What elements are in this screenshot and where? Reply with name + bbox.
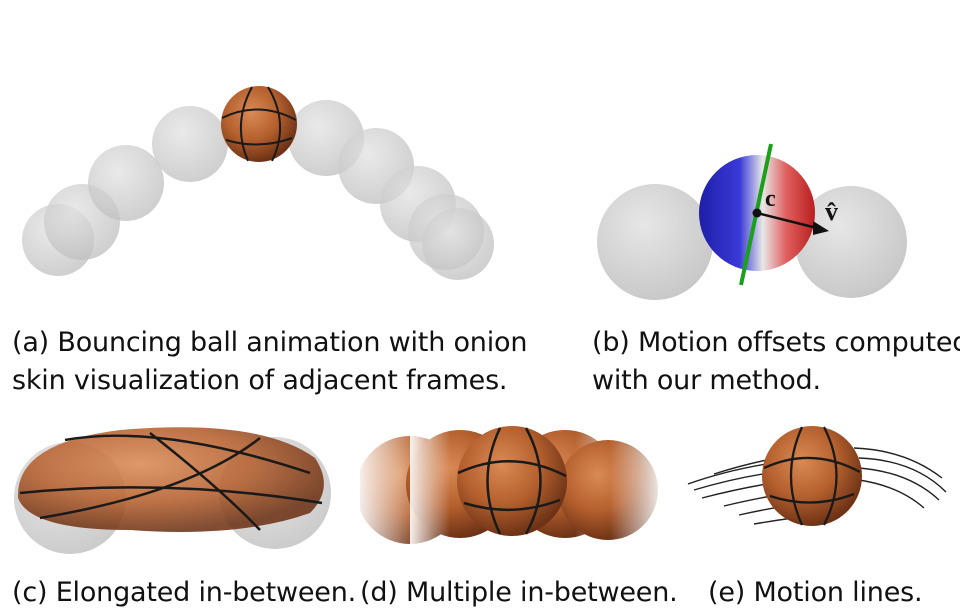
panel-a (0, 0, 560, 310)
arrowhead-icon (813, 221, 829, 235)
ghost-ball (597, 184, 713, 300)
panel-b: c v̂ (585, 130, 915, 305)
caption-b-line1: (b) Motion offsets computed (592, 327, 960, 358)
caption-e: (e) Motion lines. (708, 577, 923, 608)
velocity-label: v̂ (825, 197, 838, 226)
center-dot (752, 208, 762, 218)
center-label: c (765, 186, 776, 212)
panel-c-illustration (14, 427, 331, 554)
panel-d (360, 418, 660, 558)
basketball (762, 426, 862, 526)
caption-b-line2: with our method. (592, 365, 821, 396)
motion-lines (687, 447, 947, 525)
ghost-ball (795, 186, 907, 298)
basketball (457, 426, 567, 536)
caption-a-line2: skin visualization of adjacent frames. (12, 365, 508, 396)
ghost-ball (152, 106, 228, 182)
ghost-ball (422, 208, 494, 280)
panel-e-illustration (687, 426, 947, 526)
panel-a-illustration (22, 86, 494, 280)
panel-c (10, 418, 340, 558)
caption-d: (d) Multiple in-between. (360, 577, 678, 608)
ghost-ball (88, 145, 164, 221)
panel-d-illustration (360, 426, 660, 553)
caption-c: (c) Elongated in-between. (12, 577, 356, 608)
basketball (221, 86, 297, 162)
panel-e (684, 420, 954, 555)
elongated-ball (17, 427, 324, 532)
velocity-arrow (756, 211, 818, 230)
caption-a-line1: (a) Bouncing ball animation with onion (12, 327, 528, 358)
panel-b-illustration: c v̂ (597, 143, 907, 300)
inbetween-ball-right-outer (558, 428, 660, 553)
